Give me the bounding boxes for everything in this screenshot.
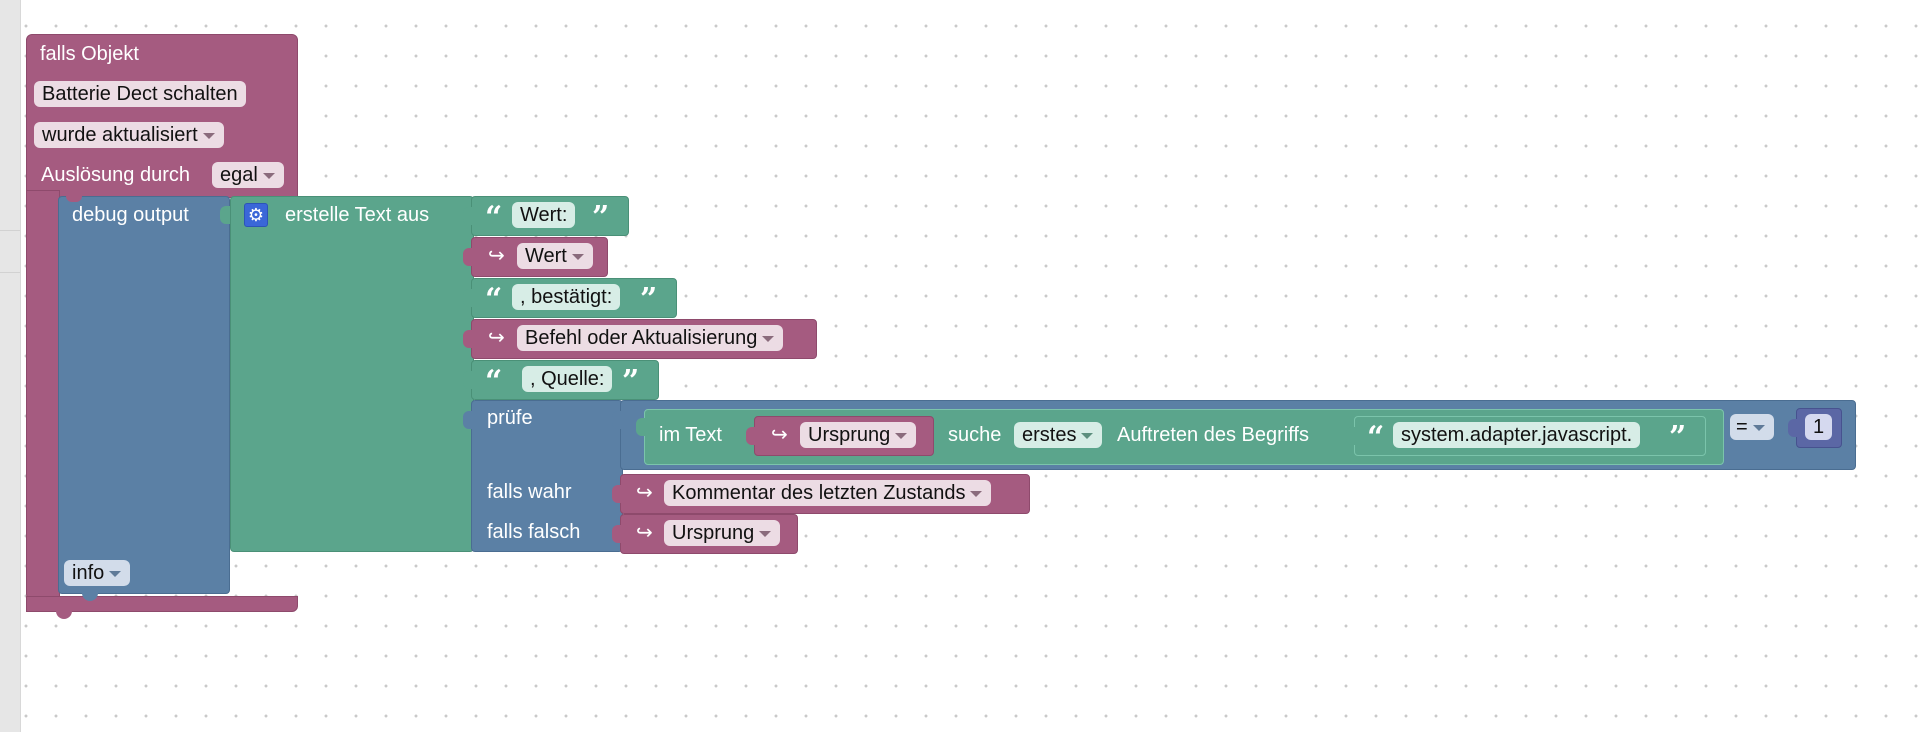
variable-arrow-icon: ↪ [488, 327, 505, 349]
occurrence-mode-value: erstes [1022, 424, 1077, 446]
chevron-down-icon [202, 133, 215, 139]
debug-output-block[interactable] [58, 196, 230, 594]
search-label: suche [948, 424, 1002, 446]
variable-dropdown[interactable]: Befehl oder Aktualisierung [517, 325, 784, 351]
log-level-dropdown[interactable]: info [64, 560, 131, 586]
text-value-field[interactable]: Wert: [512, 202, 576, 228]
compare-operator-dropdown[interactable]: = [1730, 414, 1774, 440]
input-connector [612, 525, 622, 543]
trigger-by-dropdown[interactable]: egal [212, 162, 284, 188]
variable-value: Ursprung [808, 424, 891, 446]
event-block-left-rail [26, 190, 60, 600]
variable-arrow-icon: ↪ [636, 482, 653, 504]
quote-open-icon: “ [485, 282, 503, 317]
gutter-divider [0, 272, 20, 273]
input-connector [612, 411, 622, 429]
check-label: prüfe [487, 407, 533, 429]
chevron-down-icon [262, 173, 275, 179]
text-value-field[interactable]: , Quelle: [522, 366, 613, 392]
variable-arrow-icon: ↪ [771, 424, 788, 446]
variable-value: Befehl oder Aktualisierung [525, 327, 758, 349]
chevron-down-icon [571, 254, 584, 260]
left-gutter [0, 0, 21, 732]
input-connector [463, 289, 473, 307]
condition-dropdown[interactable]: wurde aktualisiert [34, 122, 224, 148]
gear-icon[interactable]: ⚙ [244, 203, 268, 227]
previous-notch [66, 196, 82, 202]
variable-dropdown[interactable]: Kommentar des letzten Zustands [664, 480, 992, 506]
quote-close-icon: ” [622, 364, 640, 399]
debug-output-label: debug output [72, 204, 189, 226]
input-connector [746, 427, 756, 445]
event-block-footer [26, 596, 298, 612]
input-connector [220, 206, 230, 224]
log-level-value: info [72, 562, 105, 584]
occurrence-label: Auftreten des Begriffs [1117, 424, 1309, 446]
quote-open-icon: “ [485, 200, 503, 235]
input-connector [463, 248, 473, 266]
variable-value: Ursprung [672, 522, 755, 544]
quote-open-icon: “ [1367, 420, 1385, 455]
in-text-label: im Text [659, 424, 722, 446]
trigger-by-value: egal [220, 164, 258, 186]
quote-close-icon: ” [640, 282, 658, 317]
variable-arrow-icon: ↪ [636, 522, 653, 544]
chevron-down-icon [109, 571, 122, 577]
variable-value: Kommentar des letzten Zustands [672, 482, 966, 504]
input-connector [1346, 427, 1356, 445]
ternary-check-block[interactable] [471, 400, 623, 552]
variable-arrow-icon: ↪ [488, 245, 505, 267]
next-notch [56, 611, 72, 619]
number-value-field[interactable]: 1 [1805, 414, 1833, 440]
chevron-down-icon [762, 336, 775, 342]
variable-dropdown[interactable]: Ursprung [664, 520, 781, 546]
input-connector [463, 207, 473, 225]
if-true-label: falls wahr [487, 481, 572, 503]
variable-value: Wert [525, 245, 567, 267]
input-connector [1788, 419, 1798, 437]
text-value-field[interactable]: , bestätigt: [512, 284, 621, 310]
quote-close-icon: ” [1669, 420, 1687, 455]
gutter-divider [0, 230, 20, 231]
input-connector [463, 371, 473, 389]
chevron-down-icon [1752, 425, 1765, 431]
operator-value: = [1736, 416, 1748, 438]
next-notch [82, 593, 98, 601]
input-connector [636, 418, 646, 436]
input-connector [463, 411, 473, 429]
search-term-field[interactable]: system.adapter.javascript. [1393, 422, 1641, 448]
condition-value: wurde aktualisiert [42, 124, 198, 146]
create-text-label: erstelle Text aus [285, 204, 430, 226]
chevron-down-icon [759, 531, 772, 537]
input-connector [463, 330, 473, 348]
quote-open-icon: “ [485, 364, 503, 399]
chevron-down-icon [1081, 433, 1094, 439]
input-connector [612, 485, 622, 503]
object-id-field[interactable]: Batterie Dect schalten [34, 81, 246, 107]
if-false-label: falls falsch [487, 521, 581, 543]
event-title: falls Objekt [40, 43, 139, 65]
chevron-down-icon [970, 491, 983, 497]
create-text-block[interactable] [230, 196, 474, 552]
variable-dropdown[interactable]: Ursprung [800, 422, 917, 448]
occurrence-mode-dropdown[interactable]: erstes [1014, 422, 1103, 448]
chevron-down-icon [895, 433, 908, 439]
quote-close-icon: ” [592, 200, 610, 235]
variable-dropdown[interactable]: Wert [517, 243, 593, 269]
trigger-by-label: Auslösung durch [41, 164, 190, 186]
